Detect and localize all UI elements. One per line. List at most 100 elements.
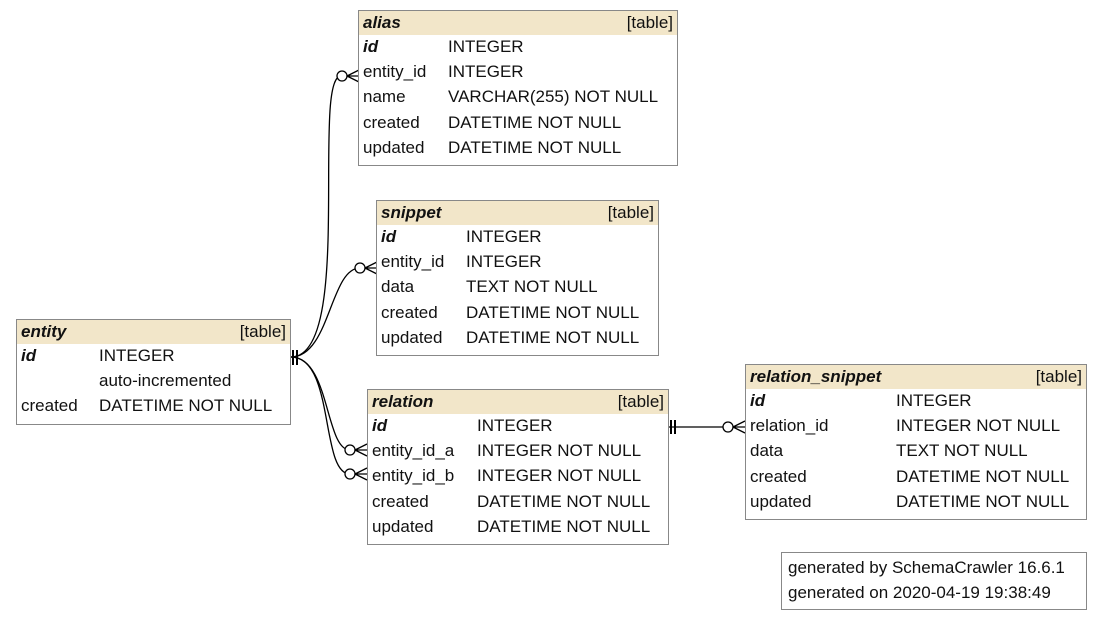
table-name: entity xyxy=(21,322,67,341)
table-name: snippet xyxy=(381,203,442,222)
column-name: created xyxy=(381,302,438,322)
table-row: created DATETIME NOT NULL xyxy=(17,394,290,419)
column-name: id xyxy=(381,227,397,246)
column-remark: auto-incremented xyxy=(99,371,232,391)
column-name: id xyxy=(750,391,766,410)
column-type: INTEGER NOT NULL xyxy=(477,466,642,486)
column-type: INTEGER xyxy=(896,391,972,410)
column-name: created xyxy=(372,491,429,511)
table-type: [table] xyxy=(239,322,286,341)
table-row: entity_id_b INTEGER NOT NULL xyxy=(368,464,668,489)
table-name: relation xyxy=(372,392,434,411)
table-row: updated DATETIME NOT NULL xyxy=(377,326,658,351)
zero-marker xyxy=(336,70,348,82)
table-header: relation_snippet [table] xyxy=(746,365,1086,389)
table-header: alias [table] xyxy=(359,11,677,35)
column-name: created xyxy=(21,396,78,416)
column-type: DATETIME NOT NULL xyxy=(896,491,1070,511)
table-row: id INTEGER xyxy=(17,344,290,369)
table-row: created DATETIME NOT NULL xyxy=(377,301,658,326)
column-name: updated xyxy=(381,327,443,347)
column-type: DATETIME NOT NULL xyxy=(448,112,622,132)
column-type: INTEGER xyxy=(448,37,524,56)
column-type: DATETIME NOT NULL xyxy=(477,516,651,536)
column-type: INTEGER xyxy=(477,416,553,435)
table-relation-snippet: relation_snippet [table] id INTEGER relat… xyxy=(745,364,1087,520)
column-name: entity_id_b xyxy=(372,466,455,486)
generator-info: generated by SchemaCrawler 16.6.1 genera… xyxy=(781,552,1087,610)
generator-line: generated by SchemaCrawler 16.6.1 xyxy=(788,558,1065,577)
crow-foot xyxy=(732,420,746,434)
table-row: name VARCHAR(255) NOT NULL xyxy=(359,85,677,110)
column-type: TEXT NOT NULL xyxy=(466,277,598,297)
column-name: entity_id_a xyxy=(372,441,455,461)
column-name: entity_id xyxy=(381,252,445,272)
table-row: auto-incremented xyxy=(17,369,290,394)
table-row: data TEXT NOT NULL xyxy=(746,439,1086,464)
table-row: id INTEGER xyxy=(746,389,1086,414)
table-row: updated DATETIME NOT NULL xyxy=(359,136,677,161)
table-type: [table] xyxy=(626,13,673,32)
table-type: [table] xyxy=(607,203,654,222)
column-name: created xyxy=(750,466,807,486)
column-type: VARCHAR(255) NOT NULL xyxy=(448,87,659,107)
column-name: updated xyxy=(372,516,434,536)
table-header: entity [table] xyxy=(17,320,290,344)
crow-foot xyxy=(354,443,368,457)
table-row: created DATETIME NOT NULL xyxy=(359,111,677,136)
edge-entity-relation-b xyxy=(290,356,351,475)
table-row: updated DATETIME NOT NULL xyxy=(368,515,668,540)
column-name: updated xyxy=(363,137,425,157)
zero-marker xyxy=(344,468,356,480)
column-name: data xyxy=(750,441,784,461)
column-type: DATETIME NOT NULL xyxy=(466,327,640,347)
table-type: [table] xyxy=(1035,367,1082,386)
column-name: id xyxy=(372,416,388,435)
column-name: updated xyxy=(750,491,812,511)
table-name: alias xyxy=(363,13,401,32)
table-type: [table] xyxy=(617,392,664,411)
edge-entity-snippet xyxy=(290,267,361,358)
column-type: DATETIME NOT NULL xyxy=(448,137,622,157)
table-row: entity_id_a INTEGER NOT NULL xyxy=(368,439,668,464)
column-type: INTEGER NOT NULL xyxy=(896,416,1061,436)
table-row: entity_id INTEGER xyxy=(359,60,677,85)
zero-marker xyxy=(354,262,366,274)
column-name: name xyxy=(363,87,406,107)
generated-date-line: generated on 2020-04-19 19:38:49 xyxy=(788,583,1051,602)
table-name: relation_snippet xyxy=(750,367,882,386)
table-row: data TEXT NOT NULL xyxy=(377,275,658,300)
column-type: DATETIME NOT NULL xyxy=(477,491,651,511)
column-type: DATETIME NOT NULL xyxy=(466,302,640,322)
table-row: updated DATETIME NOT NULL xyxy=(746,490,1086,515)
column-type: INTEGER NOT NULL xyxy=(477,441,642,461)
column-name: entity_id xyxy=(363,62,427,82)
table-entity: entity [table] id INTEGER auto-incremente… xyxy=(16,319,291,425)
column-type: INTEGER xyxy=(448,62,524,82)
zero-marker xyxy=(344,444,356,456)
table-row: id INTEGER xyxy=(368,414,668,439)
crow-foot xyxy=(364,261,378,275)
edge-entity-relation-a xyxy=(290,356,351,451)
crow-foot xyxy=(354,467,368,481)
column-name: relation_id xyxy=(750,416,829,436)
table-header: snippet [table] xyxy=(377,201,658,225)
table-row: created DATETIME NOT NULL xyxy=(368,490,668,515)
column-type: TEXT NOT NULL xyxy=(896,441,1028,461)
edge-entity-alias xyxy=(290,75,343,358)
crow-foot xyxy=(346,69,360,83)
column-name: id xyxy=(21,346,37,365)
table-header: relation [table] xyxy=(368,390,668,414)
column-type: INTEGER xyxy=(99,346,175,365)
column-type: DATETIME NOT NULL xyxy=(99,396,273,416)
column-name: data xyxy=(381,277,415,297)
column-name: created xyxy=(363,112,420,132)
